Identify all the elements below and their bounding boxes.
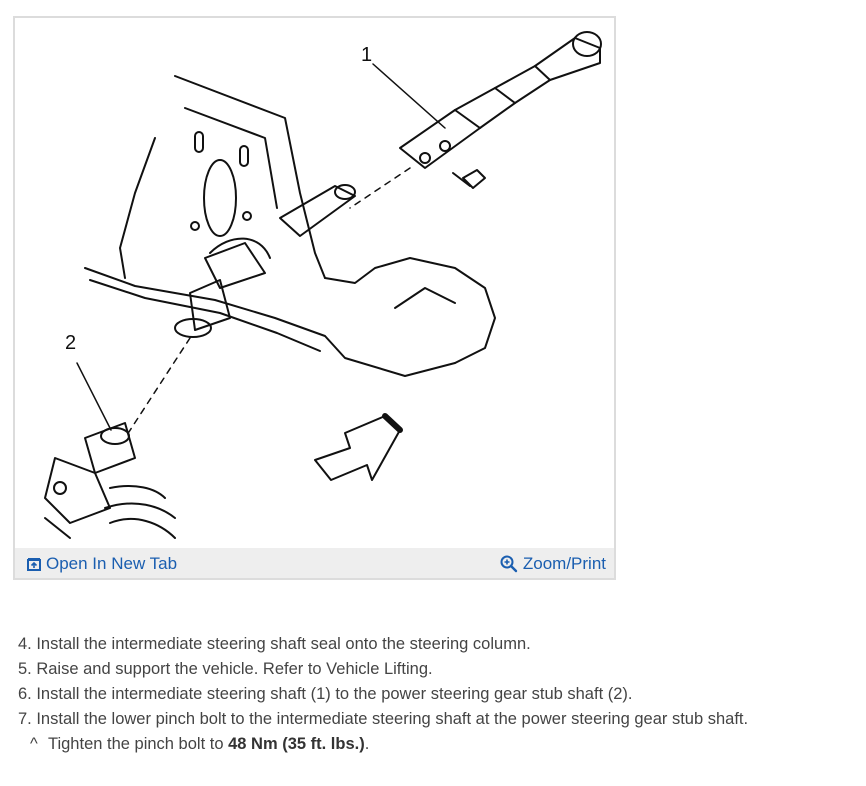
callout-2: 2 (65, 332, 77, 354)
substep-bullet: ^ (30, 735, 38, 753)
callout-1: 1 (361, 44, 373, 66)
substep-suffix: . (364, 735, 370, 753)
figure-toolbar: Open In New Tab Zoom/Print (15, 548, 614, 578)
open-in-new-tab-icon (27, 558, 41, 571)
instruction-steps: 4. Install the intermediate steering sha… (18, 632, 748, 757)
zoom-print-label: Zoom/Print (522, 554, 606, 573)
step-6: 6. Install the intermediate steering sha… (18, 685, 633, 703)
open-in-new-tab-link[interactable]: Open In New Tab (27, 554, 177, 574)
step-7: 7. Install the lower pinch bolt to the i… (18, 710, 749, 728)
torque-value: 48 Nm (35 ft. lbs.) (228, 735, 365, 753)
magnifier-plus-icon (500, 555, 518, 573)
figure-frame: 1 2 Open In New Tab Zoom/Print (13, 16, 616, 580)
torque-substep: ^ Tighten the pinch bolt to 48 Nm (35 ft.… (18, 732, 748, 757)
steering-shaft-diagram: 1 2 (15, 18, 614, 548)
open-in-new-tab-label: Open In New Tab (46, 554, 178, 573)
step-5: 5. Raise and support the vehicle. Refer … (18, 660, 433, 678)
zoom-print-link[interactable]: Zoom/Print (500, 554, 606, 574)
line-drawing (44, 31, 602, 539)
step-4: 4. Install the intermediate steering sha… (18, 635, 531, 653)
substep-text: Tighten the pinch bolt to (48, 735, 229, 753)
